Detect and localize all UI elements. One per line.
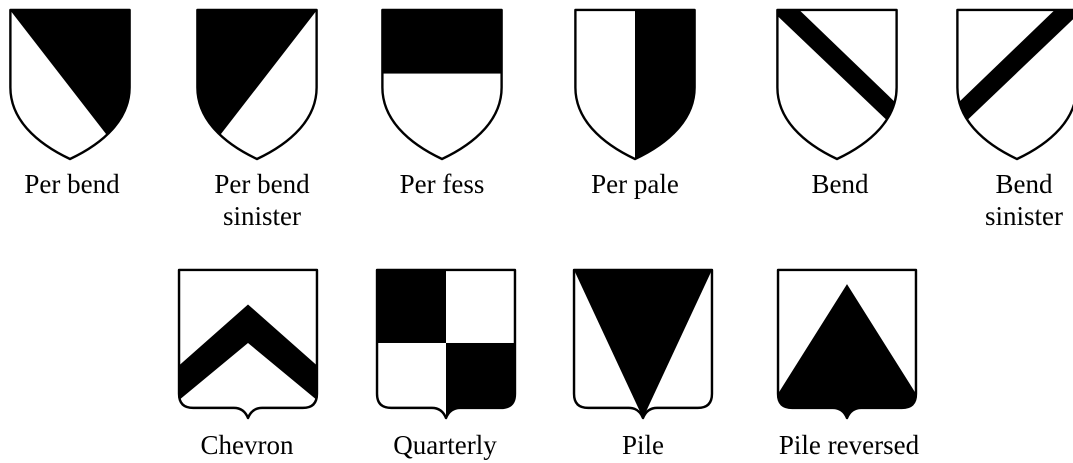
pile-label-line: Pile [622,429,664,461]
bend-label: Bend [812,168,869,200]
bend-sinister-shield-icon [955,8,1073,161]
chevron-shield-icon [177,263,319,425]
per-fess-shield-icon [380,8,504,161]
quarterly-label: Quarterly [393,429,496,461]
pile-reversed-shield-icon [776,263,918,425]
pile-reversed-label: Pile reversed [779,429,919,461]
per-bend-label: Per bend [24,168,119,200]
per-pale-label: Per pale [591,168,679,200]
pile-shield-icon [572,263,714,425]
pile-label: Pile [622,429,664,461]
per-bend-shield-icon [8,8,132,161]
bend-shield-icon [775,8,899,161]
per-fess-label: Per fess [400,168,485,200]
chevron-label: Chevron [201,429,294,461]
quarterly-label-line: Quarterly [393,429,496,461]
per-fess-label-line: Per fess [400,168,485,200]
pile-reversed-label-line: Pile reversed [779,429,919,461]
per-pale-shield-icon [573,8,697,161]
quarterly-shield-icon [375,263,517,425]
per-bend-sinister-label-line: sinister [214,200,309,232]
per-pale-label-line: Per pale [591,168,679,200]
bend-sinister-label-line: Bend [985,168,1063,200]
per-bend-label-line: Per bend [24,168,119,200]
per-bend-sinister-label-line: Per bend [214,168,309,200]
per-bend-sinister-shield-icon [195,8,319,161]
bend-label-line: Bend [812,168,869,200]
chevron-label-line: Chevron [201,429,294,461]
bend-sinister-label-line: sinister [985,200,1063,232]
